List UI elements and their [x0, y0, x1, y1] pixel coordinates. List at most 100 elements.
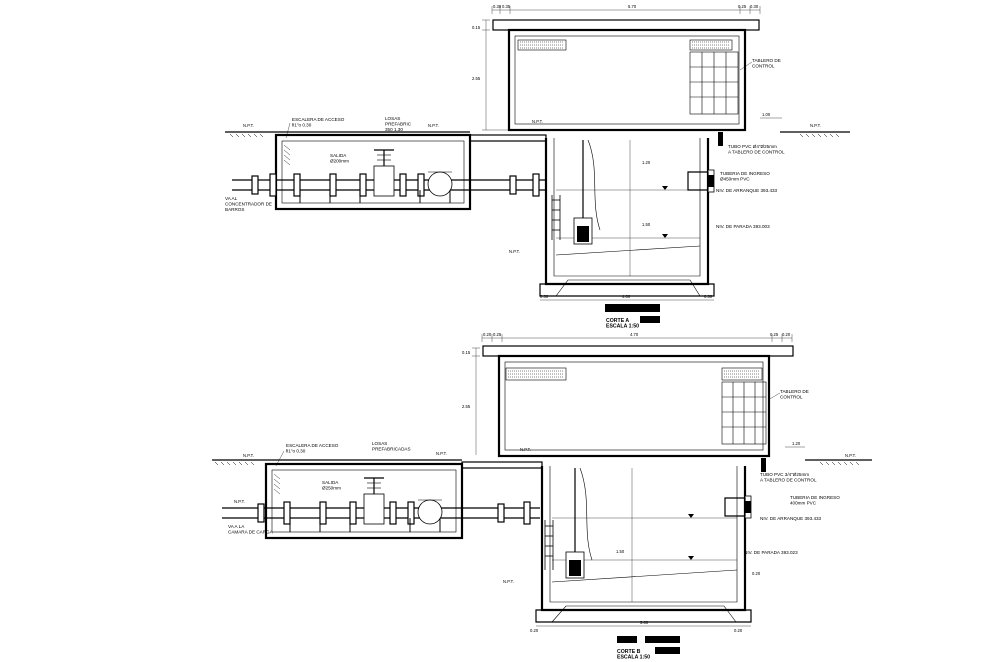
- tubo-pvc-line-1: A TABLERO DE CONTROL: [728, 149, 785, 154]
- dim-h2: 1.50: [642, 222, 651, 227]
- va-al-line-1: CONCENTRADOR DE: [225, 201, 272, 206]
- tablero-line-1: CONTROL: [752, 63, 775, 68]
- title-a-line: CORTE A: [606, 318, 629, 324]
- title-b-line-1: ESCALA 1:50: [617, 654, 650, 660]
- npt-1: N.P.T.: [243, 123, 254, 128]
- dim-b-base-left: 0.20: [530, 628, 539, 633]
- check-valve-b: [417, 499, 443, 525]
- losas-line-1: PREFABRIC: [385, 121, 412, 126]
- connection-slab-b: [461, 461, 543, 469]
- dim-eave-left: 0.35: [502, 4, 511, 9]
- control-panel: [689, 51, 739, 115]
- npt-b4: N.P.T.: [436, 451, 447, 456]
- dim-base-left: 0.30: [540, 294, 549, 299]
- dim-b-wall-right: 0.20: [782, 332, 791, 337]
- label-niv-parada: NIV. DE PARADA 393.003: [716, 224, 770, 229]
- connection-slab: [469, 134, 547, 142]
- b-va-line: VA A LA: [228, 524, 245, 529]
- dim-width: 5.70: [628, 4, 637, 9]
- b-tablero-line-1: CONTROL: [780, 394, 803, 399]
- salida-line-1: Ø200mm: [330, 158, 349, 163]
- submersible-pump-b: [565, 467, 593, 579]
- roof-slab-b: [482, 345, 794, 357]
- valve-chamber: [274, 133, 472, 211]
- label-b-niv-parada: NIV. DE PARADA 393.023: [744, 550, 798, 555]
- escalera-line-1: fi1"o 0.30: [292, 122, 312, 127]
- b-tuberia-line: TUBERIA DE INGRESO: [790, 495, 840, 500]
- section-b: 0.20 0.25 4.70 0.25 0.20 0.15 2.55: [212, 332, 872, 660]
- dim-h1: 1.20: [642, 160, 651, 165]
- dim-b-ledge: 1.20: [792, 441, 801, 446]
- valve-chamber-b: [264, 462, 464, 540]
- dim-b-width: 4.70: [630, 332, 639, 337]
- wet-well: [544, 138, 710, 286]
- b-tubo-pvc-line-1: A TABLERO DE CONTROL: [760, 477, 817, 482]
- section-a: 0.30 0.35 5.70 0.25 0.30 0.15 2.55: [225, 4, 850, 329]
- npt-5: N.P.T.: [509, 249, 520, 254]
- dim-b-side: 0.20: [752, 571, 761, 576]
- b-tuberia-line-1: 400mm PVC: [790, 500, 817, 505]
- b-tubo-pvc-line: TUBO PVC 3/4"Ø25mm: [760, 472, 809, 477]
- b-losas-line: LOSAS: [372, 441, 387, 446]
- dim-b-wall-left: 0.20: [483, 332, 492, 337]
- label-niv-arranque: NIV. DE ARRANQUE 393.433: [716, 188, 778, 193]
- well-base: [539, 283, 715, 297]
- npt-2: N.P.T.: [810, 123, 821, 128]
- b-tablero-line: TABLERO DE: [780, 389, 809, 394]
- va-al-line-2: BARROS: [225, 207, 244, 212]
- title-b-line: CORTE B: [617, 649, 641, 655]
- dim-b-slab: 0.15: [462, 350, 471, 355]
- dim-wall-left: 0.30: [493, 4, 502, 9]
- npt-b5: N.P.T.: [234, 499, 245, 504]
- b-salida-line: SALIDA: [322, 480, 339, 485]
- npt-4: N.P.T.: [428, 123, 439, 128]
- losas-line-2: 350 1.30: [385, 127, 403, 132]
- control-panel-b: [721, 381, 767, 445]
- dim-b-base-width: 5.60: [640, 620, 649, 625]
- dim-base-right: 0.30: [704, 294, 713, 299]
- dim-height: 2.55: [472, 76, 481, 81]
- dim-eave-right: 0.25: [738, 4, 747, 9]
- label-b-niv-arranque: NIV. DE ARRANQUE 393.433: [760, 516, 822, 521]
- gate-valve-b: [363, 477, 385, 525]
- submersible-pump: [573, 139, 601, 245]
- dim-b-height: 2.55: [462, 404, 471, 409]
- npt-3: N.P.T.: [532, 119, 543, 124]
- dim-wall-right: 0.30: [750, 4, 759, 9]
- losas-line: LOSAS: [385, 116, 400, 121]
- b-escalera-line-1: fi1"o 0.30: [286, 448, 306, 453]
- roof-slab: [492, 19, 760, 31]
- tablero-line: TABLERO DE: [752, 58, 781, 63]
- b-escalera-line: ESCALERA DE ACCESO: [286, 443, 339, 448]
- npt-b1: N.P.T.: [243, 453, 254, 458]
- gate-valve: [373, 149, 395, 197]
- dim-slab: 0.15: [472, 25, 481, 30]
- tuberia-line-1: Ø450mm PVC: [720, 176, 750, 181]
- salida-line: SALIDA: [330, 153, 347, 158]
- escalera-line: ESCALERA DE ACCESO: [292, 117, 345, 122]
- npt-b6: N.P.T.: [503, 579, 514, 584]
- npt-b3: N.P.T.: [520, 447, 531, 452]
- inlet-pipe-b: [724, 497, 746, 517]
- dim-b-base-right: 0.20: [734, 628, 743, 633]
- well-base-b: [535, 609, 752, 623]
- wet-well-b: [540, 466, 747, 612]
